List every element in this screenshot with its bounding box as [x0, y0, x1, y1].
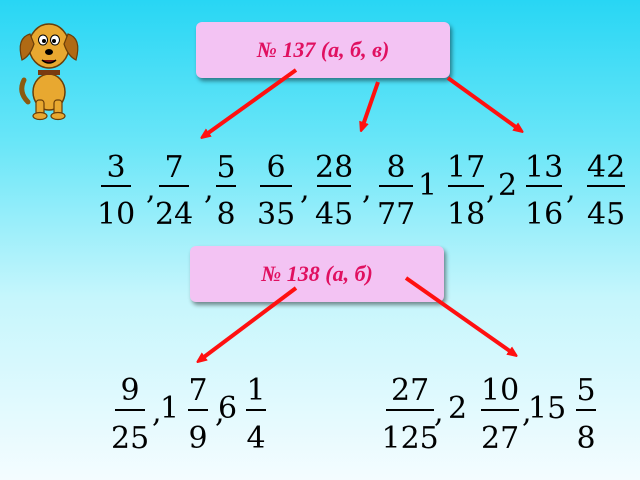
fraction-bar [587, 185, 625, 187]
whole-part: 2 [498, 168, 518, 203]
fraction-bar [159, 185, 189, 187]
arrow-left-1 [204, 68, 298, 136]
denominator: 8 [576, 421, 596, 456]
arrow-middle-1 [362, 81, 380, 128]
fraction-bar [379, 185, 413, 187]
denominator: 27 [481, 421, 520, 456]
numerator: 17 [447, 150, 486, 185]
fraction-bar [115, 409, 145, 411]
numerator: 8 [386, 150, 406, 185]
whole-part: 15 [528, 391, 567, 426]
comma: , [566, 172, 576, 207]
denominator: 35 [257, 197, 296, 232]
denominator: 4 [246, 421, 266, 456]
whole-part: 1 [418, 168, 438, 203]
fraction-bar [260, 185, 292, 187]
dog-icon [19, 23, 79, 121]
denominator: 45 [587, 197, 626, 232]
comma: , [215, 395, 225, 430]
denominator: 8 [216, 197, 236, 232]
comma: , [146, 172, 156, 207]
numerator: 10 [481, 373, 520, 408]
denominator: 125 [381, 421, 439, 456]
fraction-bar [526, 185, 562, 187]
whole-part: 1 [160, 391, 180, 426]
comma: , [522, 395, 532, 430]
exercise-box-137: № 137 (а, б, в) [196, 22, 450, 78]
fraction-bar [188, 409, 208, 411]
fraction-bar [576, 409, 596, 411]
numerator: 28 [315, 150, 354, 185]
comma: , [486, 172, 496, 207]
numerator: 1 [246, 373, 266, 408]
numerator: 7 [164, 150, 184, 185]
numerator: 5 [576, 373, 596, 408]
numerator: 13 [525, 150, 564, 185]
denominator: 16 [525, 197, 564, 232]
arrow-left-2 [200, 286, 298, 360]
exercise-box-138: № 138 (а, б) [190, 246, 444, 302]
comma: , [300, 172, 310, 207]
denominator: 10 [97, 197, 136, 232]
denominator: 25 [111, 421, 150, 456]
numerator: 9 [120, 373, 140, 408]
fraction-bar [481, 409, 519, 411]
numerator: 6 [266, 150, 286, 185]
denominator: 18 [447, 197, 486, 232]
denominator: 9 [188, 421, 208, 456]
denominator: 45 [315, 197, 354, 232]
arrow-right-2 [404, 276, 514, 354]
exercise-label-138: № 138 (а, б) [261, 261, 373, 286]
fraction-bar [216, 185, 236, 187]
denominator: 24 [155, 197, 194, 232]
fraction-bar [386, 409, 434, 411]
arrow-right-1 [446, 76, 520, 130]
fraction-bar [317, 185, 351, 187]
exercise-label-137: № 137 (а, б, в) [256, 37, 390, 62]
comma: , [362, 172, 372, 207]
fraction-bar [101, 185, 131, 187]
numerator: 3 [106, 150, 126, 185]
comma: , [152, 395, 162, 430]
fraction-bar [448, 185, 484, 187]
numerator: 5 [216, 150, 236, 185]
numerator: 7 [188, 373, 208, 408]
whole-part: 2 [448, 391, 468, 426]
comma: , [204, 172, 214, 207]
numerator: 27 [391, 373, 430, 408]
denominator: 77 [377, 197, 416, 232]
fraction-bar [246, 409, 266, 411]
whole-part: 6 [218, 391, 238, 426]
comma: , [434, 395, 444, 430]
numerator: 42 [587, 150, 626, 185]
